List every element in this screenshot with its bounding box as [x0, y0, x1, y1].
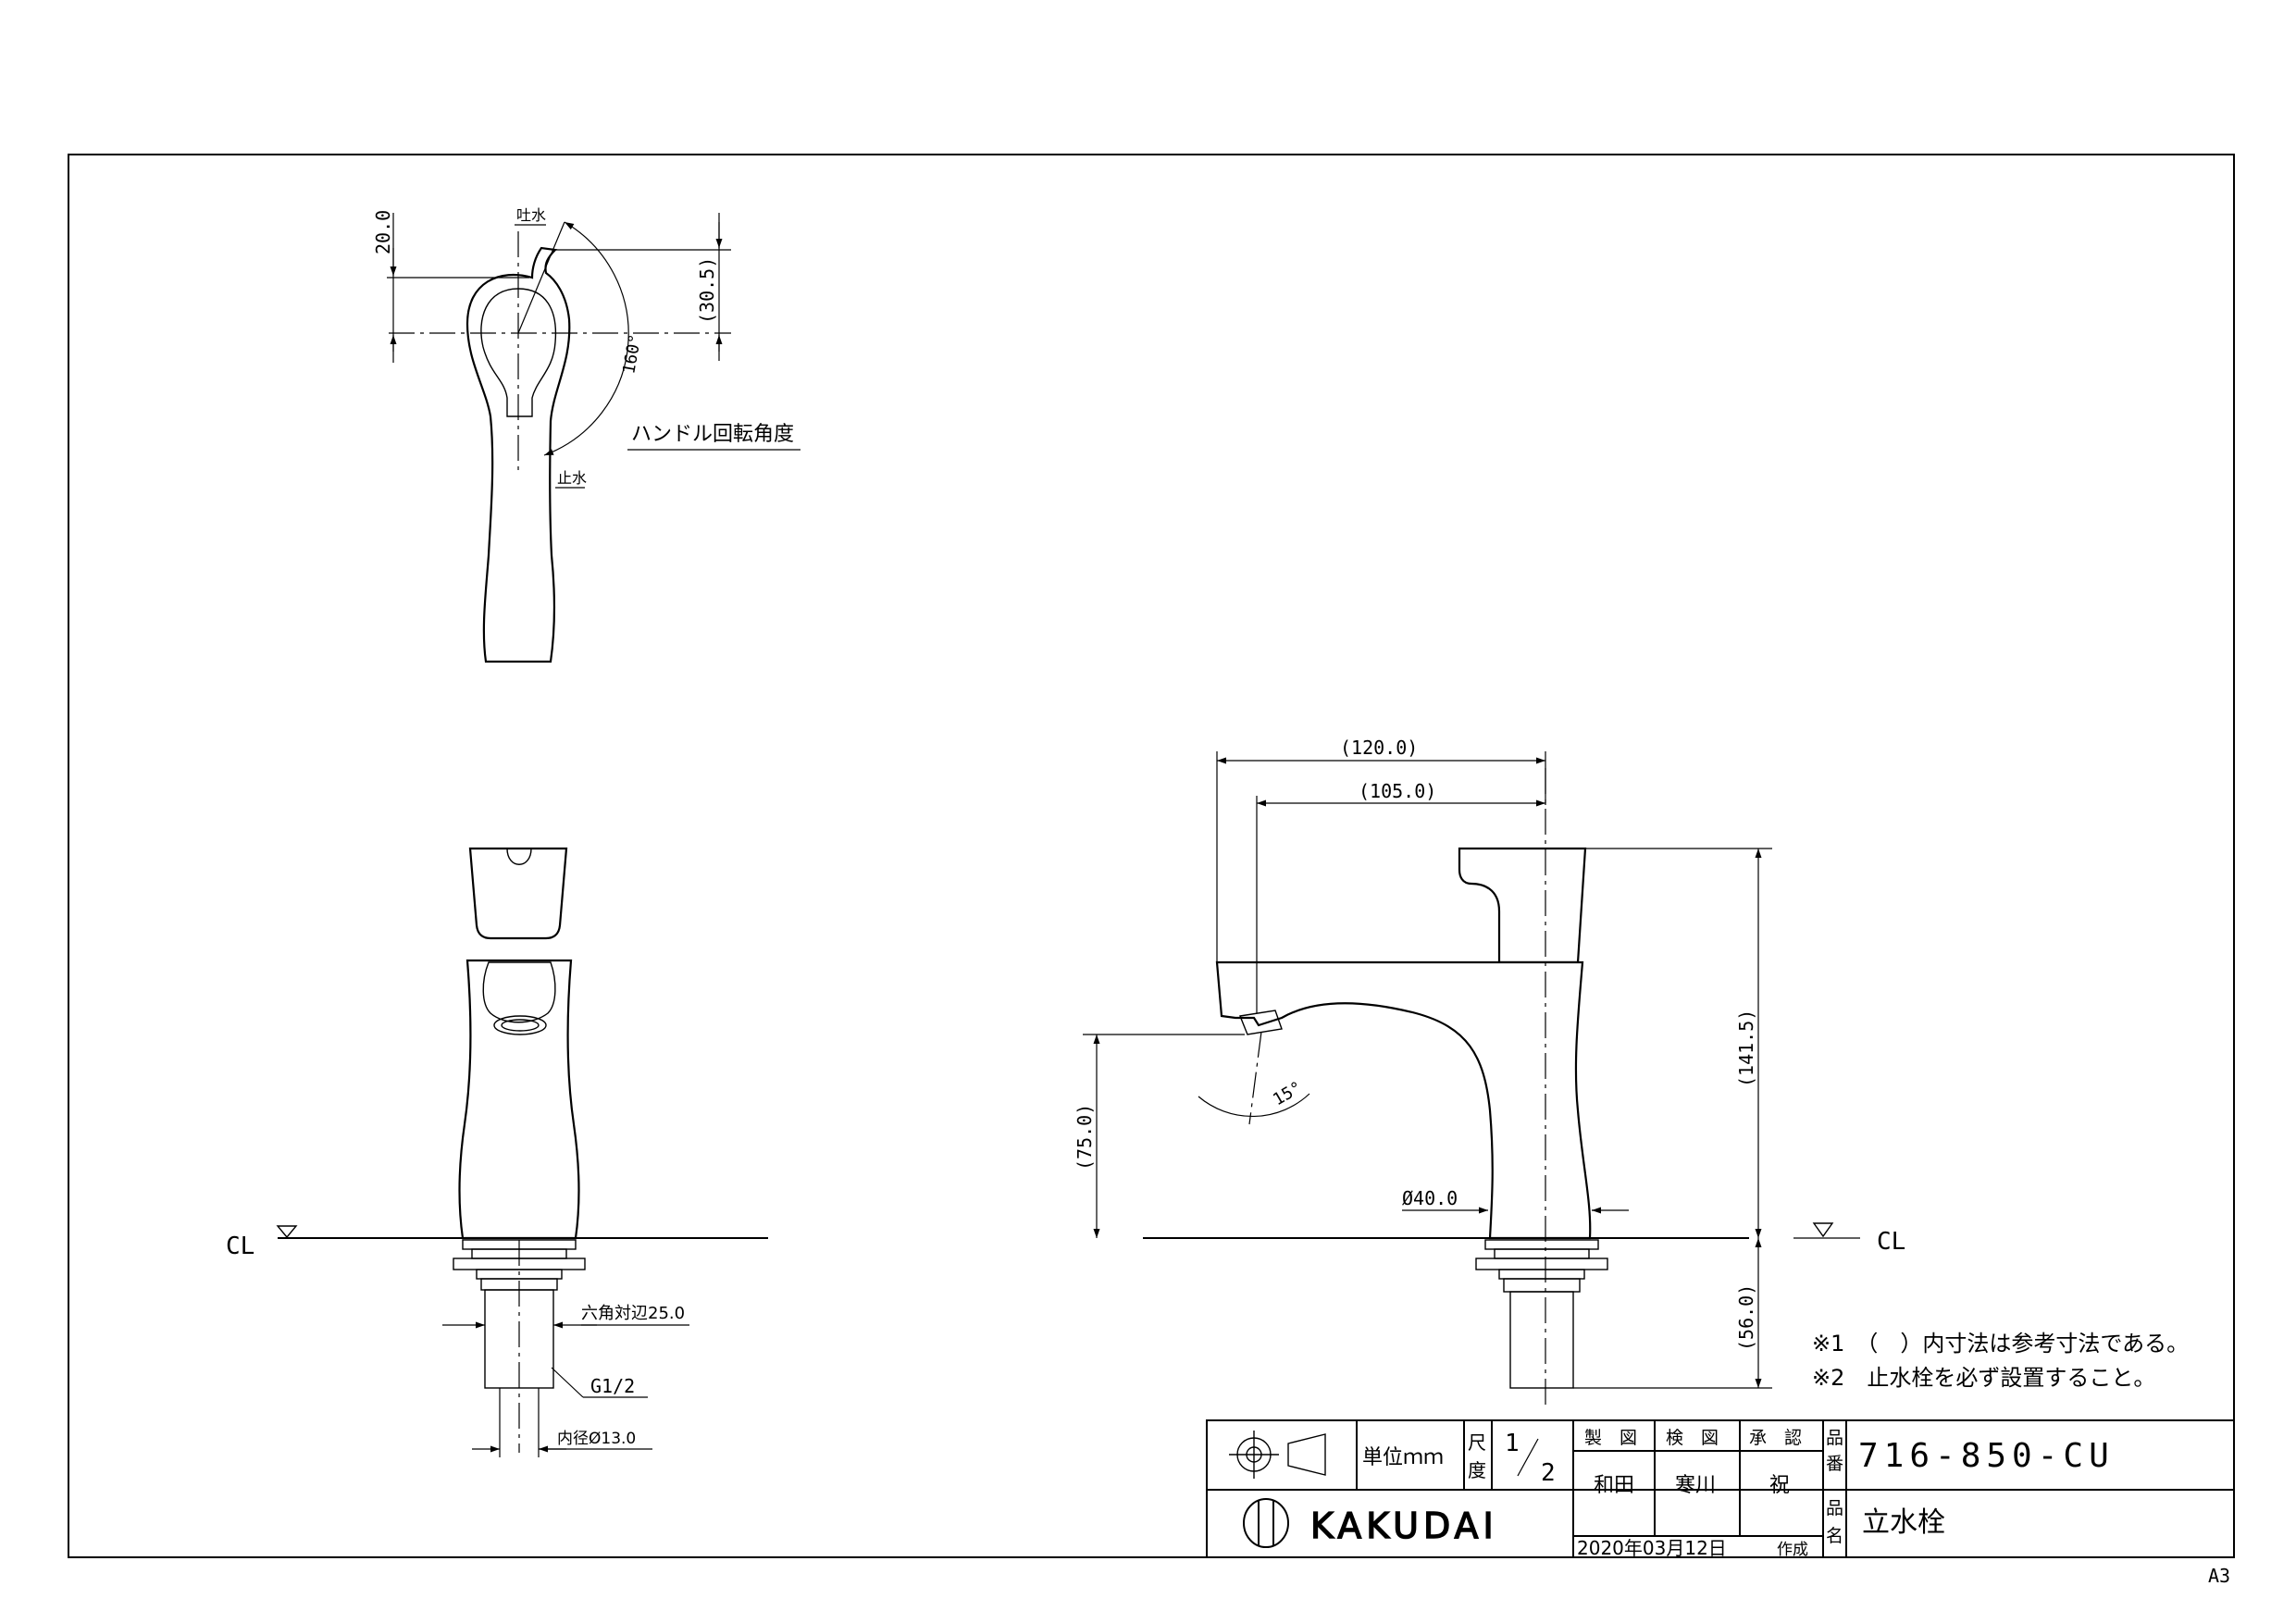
kakudai-logo-icon	[1243, 1498, 1289, 1548]
title-block: 単位ｍｍ 尺 度 1 2 製 図 検 図 承 認 和田 寒川 祝 品 番 716…	[1206, 1419, 2235, 1559]
sheet-size-label: A3	[2208, 1565, 2230, 1587]
part-number: 716-850-CU	[1858, 1437, 2115, 1475]
name-checked: 寒川	[1675, 1474, 1716, 1497]
cl-marker-right	[1812, 1222, 1834, 1238]
scale-den: 2	[1541, 1459, 1556, 1487]
name-drawn: 和田	[1594, 1474, 1634, 1497]
hex-label: 六角対辺25.0	[581, 1304, 685, 1323]
front-body	[458, 959, 580, 1240]
label-part-name-b: 名	[1826, 1526, 1843, 1546]
projection-symbol-icon	[1229, 1431, 1326, 1479]
dim-141-5: (141.5)	[1735, 1010, 1757, 1087]
label-part-no-b: 番	[1826, 1454, 1843, 1474]
angle-160: 160°	[619, 333, 645, 376]
scale-num: 1	[1505, 1430, 1520, 1457]
aerator-housing	[482, 961, 556, 1023]
label-stop: 止水	[557, 469, 587, 487]
name-approved: 祝	[1769, 1474, 1790, 1497]
note-1: ※1 （ ）内寸法は参考寸法である。	[1812, 1331, 2189, 1357]
part-name: 立水栓	[1862, 1506, 1945, 1539]
top-view: 20.0 (30.5) 160° 吐水 止水 ハンドル回転角度	[372, 206, 800, 663]
side-view: CL (120.0) (105.0) (141.5) (56.0) (75.0)…	[1074, 737, 1905, 1406]
label-handle-rotation: ハンドル回転角度	[631, 423, 794, 446]
front-view: CL 六角対辺25.0 G1/2 内径Ø13.0	[226, 847, 768, 1457]
date-suffix: 作成	[1777, 1541, 1808, 1559]
col-approved: 承 認	[1749, 1428, 1802, 1448]
inner-dia-label: 内径Ø13.0	[557, 1430, 636, 1448]
cl-label-left: CL	[226, 1233, 254, 1260]
side-shank	[1509, 1291, 1574, 1389]
dim-dia40: Ø40.0	[1402, 1187, 1458, 1209]
scale-label-b: 度	[1468, 1459, 1486, 1481]
col-checked: 検 図	[1666, 1428, 1719, 1448]
label-part-name-a: 品	[1826, 1498, 1843, 1518]
label-spout: 吐水	[516, 206, 546, 224]
dim-105: (105.0)	[1359, 780, 1436, 802]
brand-name: KAKUDAI	[1310, 1505, 1498, 1546]
unit-label: 単位ｍｍ	[1362, 1446, 1444, 1469]
side-spout-body	[1215, 960, 1592, 1240]
dim-20: 20.0	[372, 210, 394, 254]
scale-label-a: 尺	[1468, 1431, 1486, 1454]
date: 2020年03月12日	[1577, 1537, 1727, 1559]
angle-15: 15°	[1270, 1078, 1306, 1109]
cl-marker-left	[276, 1225, 298, 1239]
drawing-border	[68, 154, 2235, 1558]
dim-75: (75.0)	[1074, 1104, 1096, 1171]
front-handle	[468, 847, 568, 940]
dim-30-5: (30.5)	[696, 257, 718, 324]
rotation-arc	[543, 221, 629, 456]
dim-56: (56.0)	[1735, 1284, 1757, 1351]
thread-label: G1/2	[590, 1375, 635, 1397]
notes: ※1 （ ）内寸法は参考寸法である。 ※2 止水栓を必ず設置すること。	[1812, 1331, 2189, 1391]
side-aerator	[1239, 1010, 1283, 1035]
col-drawn: 製 図	[1584, 1428, 1637, 1448]
front-handle-notch	[506, 848, 532, 865]
cl-label-right: CL	[1877, 1228, 1905, 1256]
label-part-no-a: 品	[1826, 1428, 1843, 1448]
dim-120: (120.0)	[1340, 737, 1418, 759]
note-2: ※2 止水栓を必ず設置すること。	[1812, 1365, 2155, 1391]
aerator-outlet	[493, 1015, 547, 1035]
side-handle	[1458, 847, 1587, 964]
angle-arc-15	[1198, 1093, 1310, 1118]
